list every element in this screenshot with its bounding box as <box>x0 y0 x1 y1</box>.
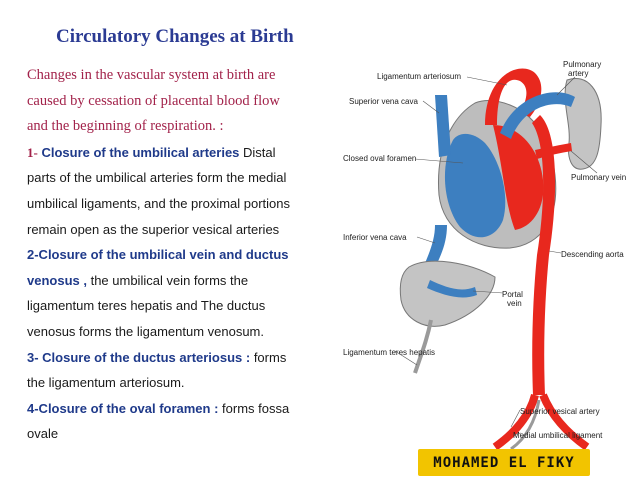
page-title: Circulatory Changes at Birth <box>56 26 294 47</box>
left-heart-shape <box>493 125 544 230</box>
lung-shape <box>564 78 602 170</box>
item-1-tail: Distal <box>239 144 276 160</box>
right-heart-shape <box>444 133 506 238</box>
item-4-line-1: 4-Closure of the oval foramen : forms fo… <box>27 396 322 422</box>
label-closed-oval-foramen: Closed oval foramen <box>343 154 416 163</box>
circulation-diagram: Ligamentum arteriosum Pulmonary artery S… <box>343 60 626 450</box>
item-3-line-2: the ligamentum arteriosum. <box>27 375 185 391</box>
intro-line-3: and the beginning of respiration. : <box>27 118 224 135</box>
item-2-line-3: ligamentum teres hepatis and The ductus <box>27 298 266 314</box>
label-ligamentum-arteriosum: Ligamentum arteriosum <box>377 72 461 81</box>
item-1-heading: Closure of the umbilical arteries <box>37 144 240 160</box>
item-1-line-4: remain open as the superior vesical arte… <box>27 221 280 237</box>
intro-line-1: Changes in the vascular system at birth … <box>27 67 276 83</box>
label-medial-umbilical-ligament: Medial umbilical ligament <box>513 431 603 440</box>
leader-lines <box>394 76 598 436</box>
item-3-heading: 3- Closure of the ductus arteriosus : <box>27 349 251 365</box>
body-text: Changes in the vascular system at birth … <box>27 63 322 447</box>
label-ligamentum-teres-hepatis: Ligamentum teres hepatis <box>343 348 435 357</box>
item-1-line-3: umbilical ligaments, and the proximal po… <box>27 195 291 211</box>
item-1-line-1: 1- Closure of the umbilical arteries Dis… <box>27 140 322 166</box>
ligamentum-teres-line <box>413 319 433 374</box>
item-4-line-2: ovale <box>27 426 59 442</box>
label-descending-aorta: Descending aorta <box>561 250 624 259</box>
item-2-line-4: venosus forms the ligamentum venosum. <box>27 323 264 339</box>
medial-umbilical-ligament-line <box>510 399 541 450</box>
pulmonary-trunk-vessel <box>500 92 575 139</box>
item-1-line-2: parts of the umbilical arteries form the… <box>27 170 287 186</box>
label-pulmonary-artery-2: artery <box>568 69 588 78</box>
label-portal-vein-2: vein <box>507 299 522 308</box>
item-2-heading-cont: venosus , <box>27 272 87 288</box>
superior-vena-cava-vessel <box>435 95 451 157</box>
iliac-branch-right <box>539 393 590 450</box>
label-pulmonary-artery-1: Pulmonary <box>563 60 601 69</box>
item-4-heading: 4-Closure of the oval foramen : <box>27 400 219 416</box>
item-2-line-2: venosus , the umbilical vein forms the <box>27 268 322 294</box>
item-2-tail: the umbilical vein forms the <box>86 272 249 288</box>
label-inferior-vena-cava: Inferior vena cava <box>343 233 407 242</box>
item-4-tail: forms fossa <box>218 400 290 416</box>
author-badge: MOHAMED EL FIKY <box>418 449 590 476</box>
intro-line-2: caused by cessation of placental blood f… <box>27 92 280 109</box>
item-2-heading: 2-Closure of the umbilical vein and duct… <box>27 247 289 263</box>
descending-aorta-vessel <box>532 115 556 395</box>
label-superior-vena-cava: Superior vena cava <box>349 97 418 106</box>
portal-vein-vessel <box>427 280 477 298</box>
item-3-line-1: 3- Closure of the ductus arteriosus : fo… <box>27 345 322 371</box>
iliac-branch-left <box>492 393 539 450</box>
label-superior-vesical-artery: Superior vesical artery <box>520 407 600 416</box>
label-pulmonary-vein: Pulmonary vein <box>571 173 626 182</box>
label-portal-vein-1: Portal <box>502 290 523 299</box>
item-3-tail: forms <box>250 349 287 365</box>
item-1-number: 1- <box>27 144 38 160</box>
